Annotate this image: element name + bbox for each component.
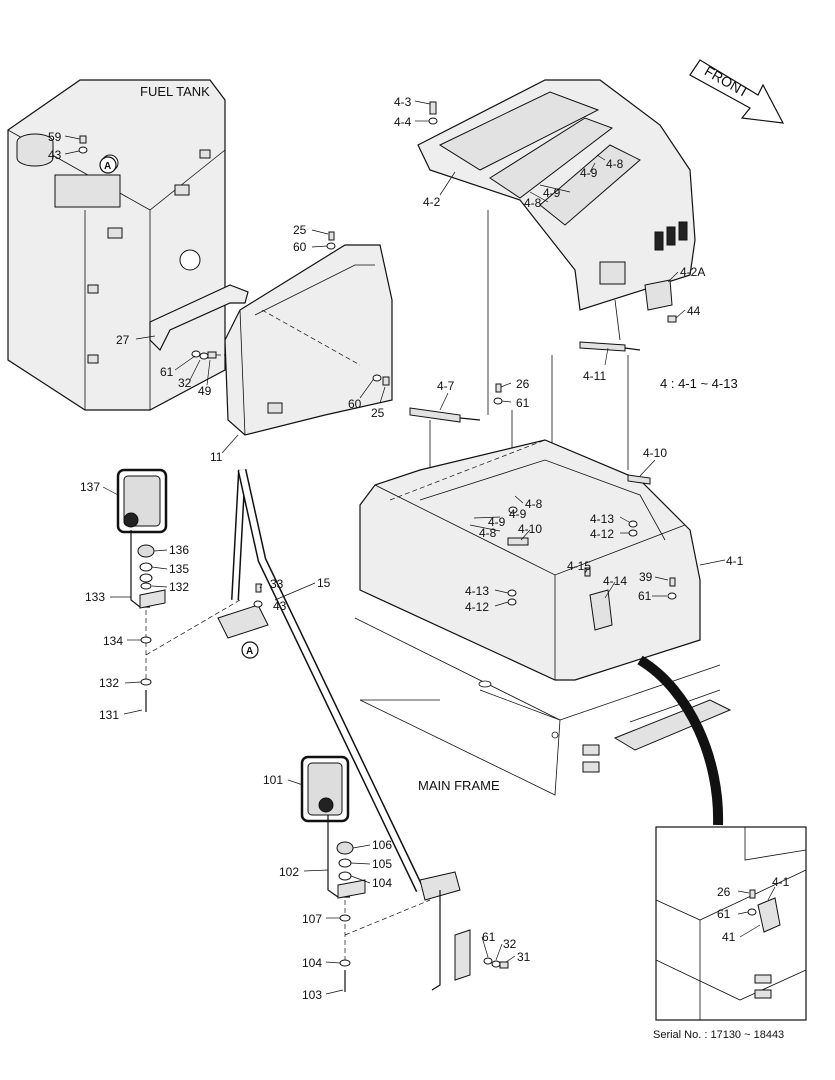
callout: 136 — [169, 543, 189, 557]
view-marker-a-top: A — [99, 156, 117, 174]
callout: 32 — [503, 937, 517, 951]
serial-number: Serial No. : 17130 ~ 18443 — [653, 1029, 784, 1041]
callout: 105 — [372, 857, 392, 871]
mirror-stay-102 — [327, 815, 366, 899]
callout: 104 — [372, 876, 392, 890]
callout: 4-4 — [394, 115, 412, 129]
callout: 4-12 — [590, 527, 614, 541]
hood-cover-4-2 — [417, 79, 696, 311]
callout: 131 — [99, 708, 119, 722]
callout: 60 — [293, 240, 307, 254]
callout: 11 — [210, 450, 223, 464]
view-marker-label: A — [104, 161, 111, 172]
callout: 49 — [198, 384, 212, 398]
callout: 39 — [639, 570, 653, 584]
callout: 61 — [482, 930, 496, 944]
callout: 102 — [279, 865, 299, 879]
callout: 137 — [80, 480, 100, 494]
callout: 134 — [103, 634, 123, 648]
callouts: 4-3 4-4 4-2 4-8 4-9 4-9 4-8 4-2A 44 4-11… — [48, 95, 790, 1002]
main-frame — [354, 617, 732, 796]
callout: 43 — [48, 148, 62, 162]
callout: 4-9 — [580, 166, 598, 180]
callout: 61 — [638, 589, 652, 603]
callout: 103 — [302, 988, 322, 1002]
callout: 107 — [302, 912, 322, 926]
side-cover-11 — [224, 244, 393, 436]
callout: 44 — [687, 304, 701, 318]
gas-strut-4-11 — [579, 341, 641, 352]
main-frame-label: MAIN FRAME — [418, 778, 500, 793]
callout: 60 — [348, 397, 362, 411]
callout: 4-1 — [726, 554, 744, 568]
callout: 15 — [317, 576, 331, 590]
callout: 4-13 — [465, 584, 489, 598]
callout: 132 — [169, 580, 189, 594]
callout: 25 — [371, 406, 385, 420]
detail-inset — [655, 826, 807, 1021]
battery-box-4-1 — [359, 439, 701, 681]
view-marker-a-bottom: A — [241, 641, 259, 659]
leader-lines — [64, 100, 776, 995]
callout: 104 — [302, 956, 322, 970]
callout: 26 — [516, 377, 530, 391]
rod-bracket — [419, 871, 471, 991]
gas-strut-4-7 — [409, 407, 481, 423]
callout: 33 — [270, 577, 284, 591]
fuel-tank — [7, 79, 226, 411]
callout: 31 — [517, 950, 531, 964]
bracket-27 — [149, 284, 249, 352]
callout: 32 — [178, 376, 192, 390]
callout: 4-10 — [518, 522, 542, 536]
mirror-rod-15 — [217, 469, 425, 892]
view-marker-label: A — [246, 646, 253, 657]
callout: 61 — [160, 365, 174, 379]
callout: 43 — [273, 599, 287, 613]
callout: 4-8 — [525, 497, 543, 511]
callout: 59 — [48, 130, 62, 144]
callout: 4-8 — [524, 196, 542, 210]
mirror-101 — [300, 755, 350, 823]
mirror-137 — [116, 468, 168, 534]
callout: 106 — [372, 838, 392, 852]
callout: 4-12 — [465, 600, 489, 614]
callout: 4-9 — [509, 507, 527, 521]
callout: 4-10 — [643, 446, 667, 460]
callout: 25 — [293, 223, 307, 237]
callout: 26 — [717, 885, 731, 899]
callout: 27 — [116, 333, 130, 347]
callout: 4-15 — [567, 559, 591, 573]
callout: 4-1 — [772, 875, 790, 889]
callout: 4-9 — [543, 186, 561, 200]
front-arrow: FRONT — [689, 59, 785, 124]
callout: 4-8 — [479, 526, 497, 540]
callout: 4-3 — [394, 95, 412, 109]
callout: 61 — [717, 907, 731, 921]
range-note: 4 : 4-1 ~ 4-13 — [660, 376, 738, 391]
callout: 4-14 — [603, 574, 627, 588]
callout: 4-2 — [423, 195, 441, 209]
callout: 4-7 — [437, 379, 455, 393]
callout: 101 — [263, 773, 283, 787]
callout: 4-11 — [583, 369, 606, 383]
fuel-tank-label: FUEL TANK — [140, 84, 210, 99]
callout: 4-8 — [606, 157, 624, 171]
mirror-stay-133 — [130, 530, 166, 609]
callout: 132 — [99, 676, 119, 690]
callout: 4-13 — [590, 512, 614, 526]
callout: 61 — [516, 396, 530, 410]
callout: 41 — [722, 930, 736, 944]
callout: 135 — [169, 562, 189, 576]
callout: 4-9 — [488, 515, 506, 529]
callout: 133 — [85, 590, 105, 604]
callout: 4-2A — [680, 265, 705, 279]
